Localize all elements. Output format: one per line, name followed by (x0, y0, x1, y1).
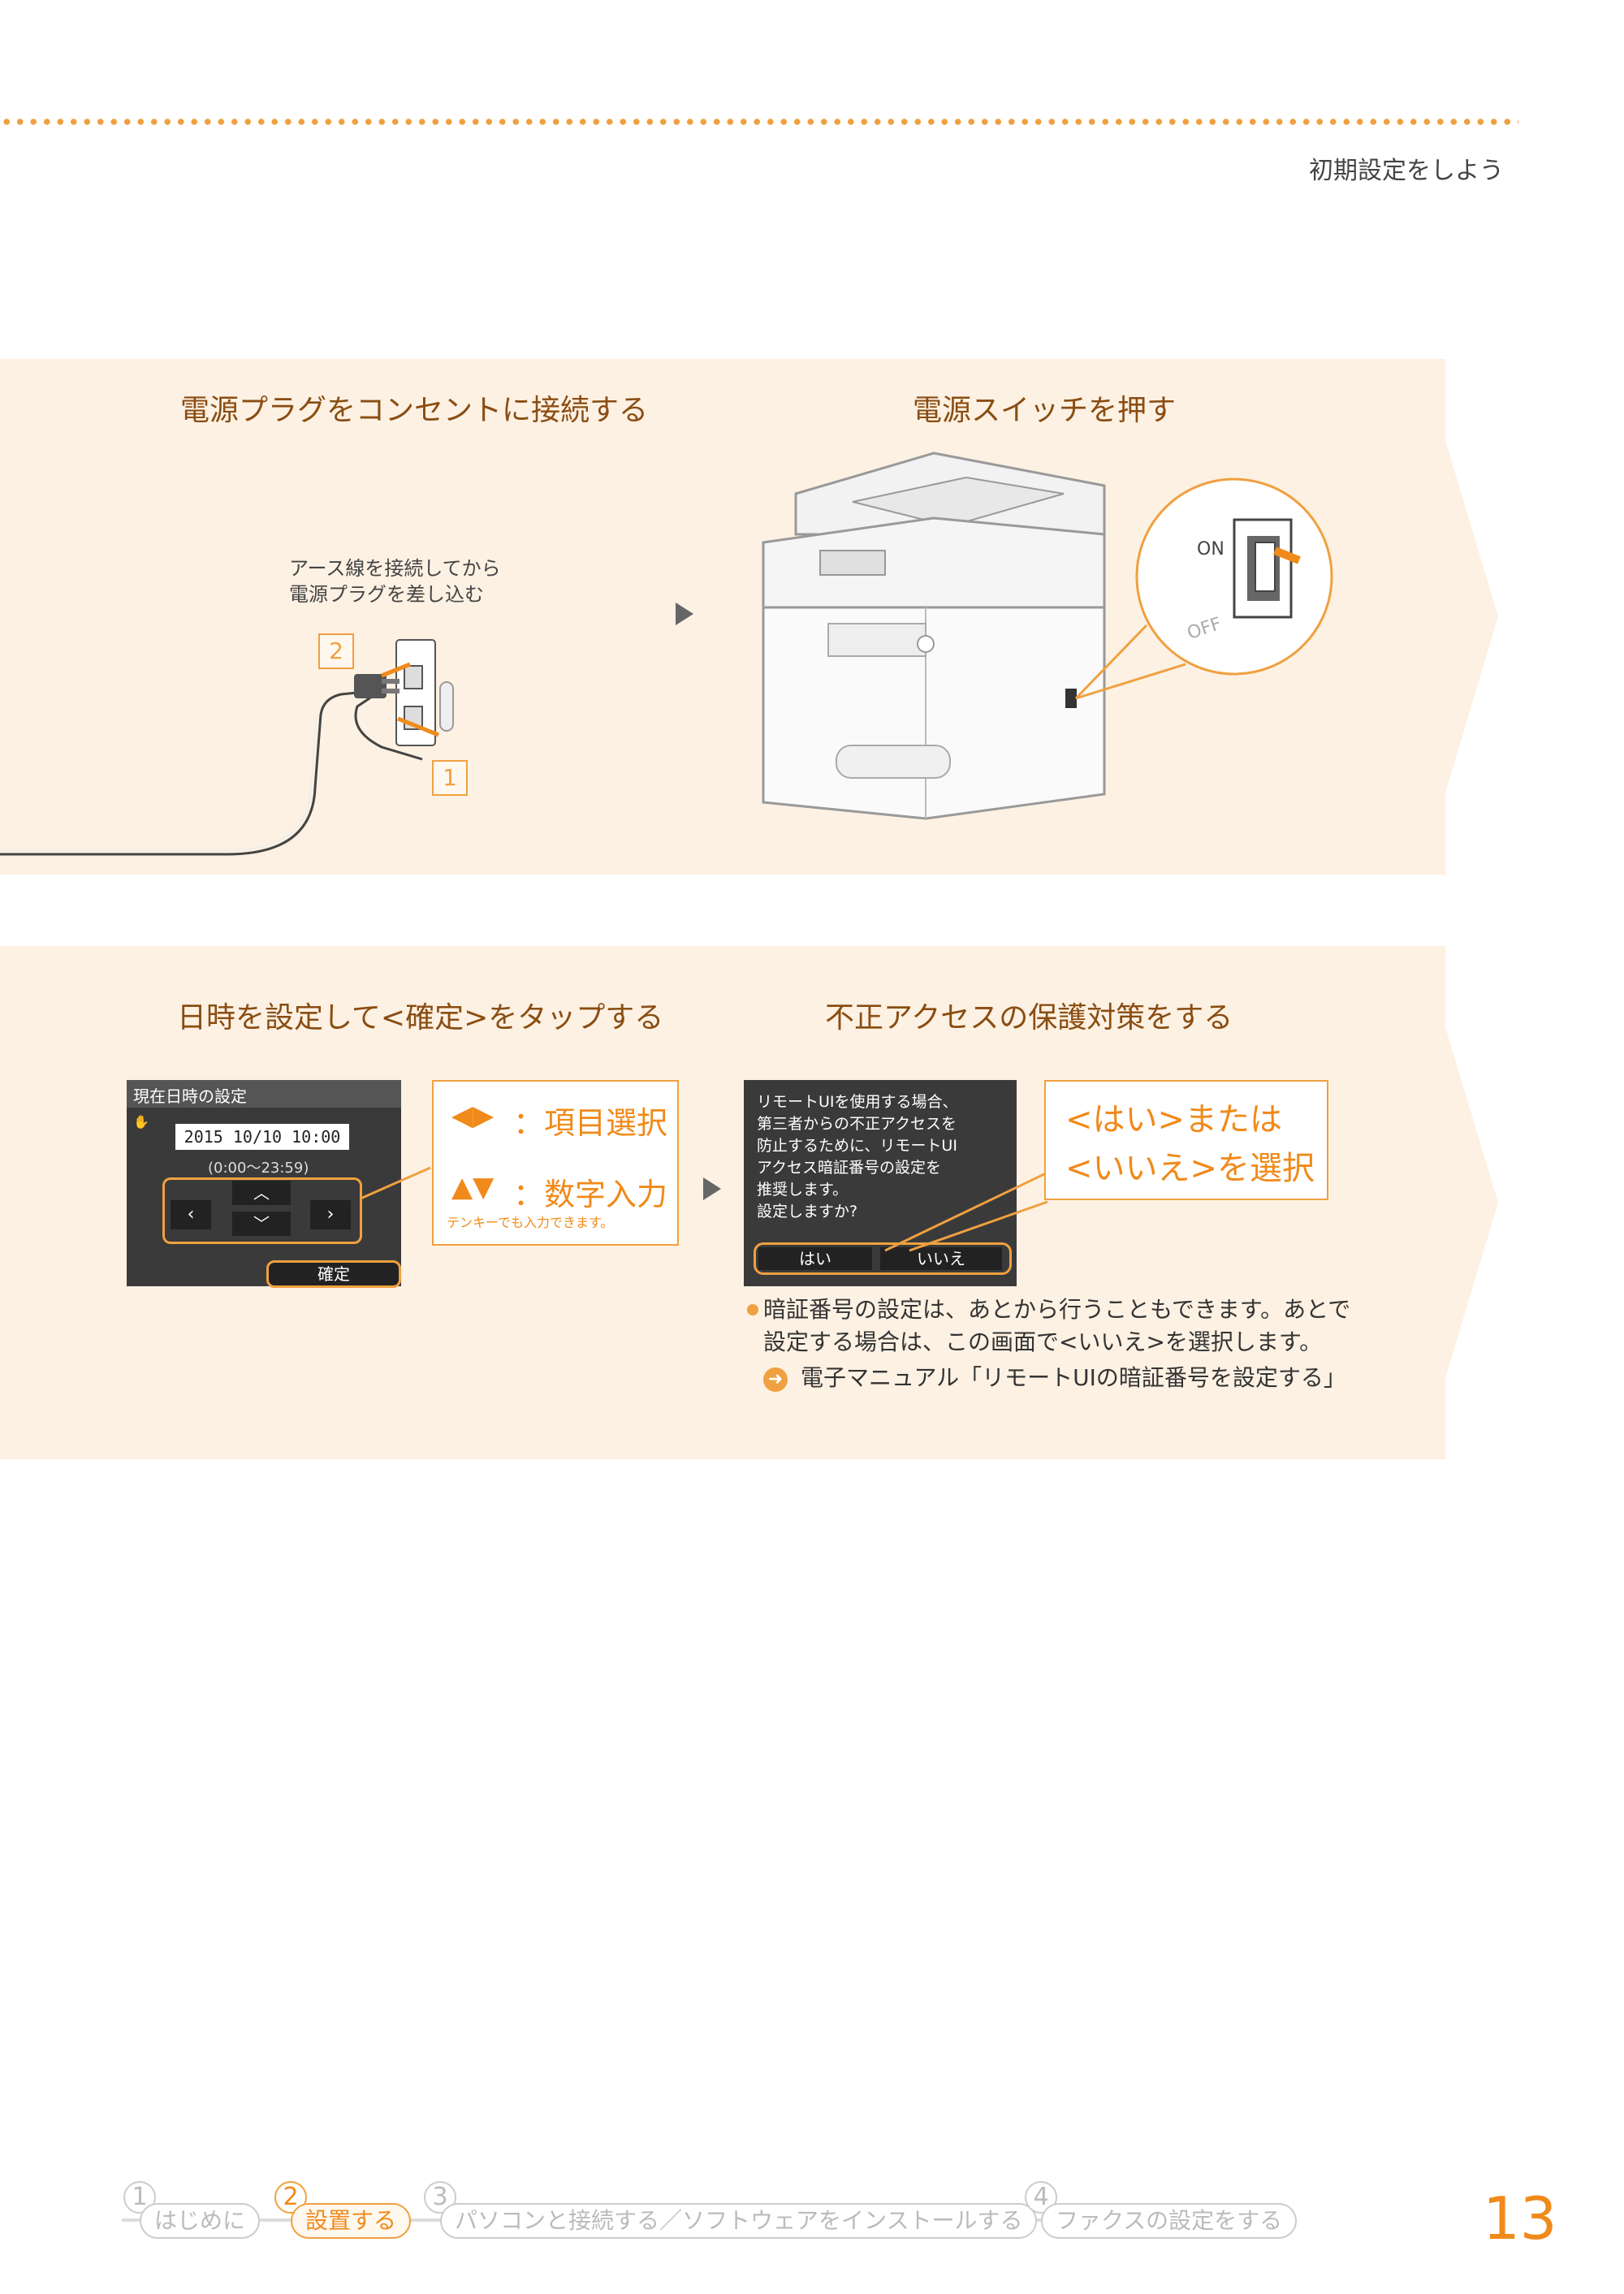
callout-number-input: ：数字入力 (513, 1177, 668, 1212)
step-title-security: 不正アクセスの保護対策をする (825, 1001, 1233, 1035)
page-header-title: 初期設定をしよう (1309, 157, 1504, 185)
bullet-line2: 設定する場合は、この画面で<いいえ>を選択します。 (763, 1328, 1323, 1355)
datetime-callout-box: ◀▶ ：項目選択 ▲▼ ：数字入力 テンキーでも入力できます。 (432, 1080, 679, 1246)
next-arrow-1 (676, 603, 693, 625)
footer-step-1[interactable]: はじめに (140, 2203, 261, 2239)
no-button[interactable]: いいえ (880, 1247, 1002, 1270)
page-number: 13 (1483, 2184, 1557, 2253)
next-arrow-2 (703, 1177, 721, 1200)
datetime-screen-header: 現在日時の設定 (133, 1087, 247, 1106)
datetime-screen: 現在日時の設定 ✋ 2015 10/10 10:00 (0:00～23:59) … (127, 1080, 401, 1288)
band2-chevrons (1332, 946, 1498, 1459)
footer-step-3[interactable]: パソコンと接続する／ソフトウェアをインストールする (440, 2203, 1038, 2239)
down-arrow-button[interactable]: ﹀ (232, 1212, 291, 1236)
printer-illustration (762, 451, 1106, 820)
ground-note-line2: 電源プラグを差し込む (289, 583, 484, 606)
ground-note-line1: アース線を接続してから (289, 557, 501, 580)
dotted-divider (0, 117, 1518, 127)
right-arrow-button[interactable]: › (310, 1200, 351, 1229)
footer-step-num-2: 2 (274, 2181, 307, 2214)
up-down-arrows-icon: ▲▼ (451, 1171, 495, 1203)
footer-step-num-1: 1 (123, 2181, 156, 2214)
bullet-line1: 暗証番号の設定は、あとから行うこともできます。あとで (763, 1296, 1351, 1323)
arrow-keys-highlight (162, 1177, 362, 1244)
switch-callout (1074, 477, 1333, 700)
step-title-switch: 電源スイッチを押す (913, 394, 1177, 427)
up-arrow-button[interactable]: ︿ (232, 1181, 291, 1205)
switch-on-label: ON (1197, 539, 1224, 559)
manual-link[interactable]: 電子マニュアル「リモートUIの暗証番号を設定する」 (801, 1364, 1346, 1391)
footer-step-4[interactable]: ファクスの設定をする (1041, 2203, 1298, 2239)
remote-callout-box: <はい>または <いいえ>を選択 (1044, 1080, 1328, 1200)
plug-illustration (0, 639, 454, 856)
datetime-range: (0:00～23:59) (208, 1160, 309, 1177)
bullet-dot (747, 1304, 758, 1315)
remote-ui-screen: リモートUIを使用する場合、 第三者からの不正アクセスを 防止するために、リモー… (744, 1080, 1017, 1286)
remote-ui-line1: リモートUIを使用する場合、 (757, 1093, 958, 1111)
yes-button[interactable]: はい (758, 1247, 872, 1270)
yes-no-highlight (754, 1242, 1012, 1275)
step-label-1: 1 (432, 760, 468, 796)
remote-ui-line4: アクセス暗証番号の設定を (757, 1159, 942, 1177)
confirm-button[interactable]: 確定 (266, 1260, 401, 1288)
step-label-2: 2 (318, 633, 354, 669)
left-arrow-button[interactable]: ‹ (171, 1200, 211, 1229)
remote-ui-line5: 推奨します。 (757, 1181, 849, 1199)
callout-item-select: ：項目選択 (513, 1105, 668, 1141)
left-right-arrows-icon: ◀▶ (451, 1099, 495, 1132)
datetime-field[interactable]: 2015 10/10 10:00 (175, 1124, 349, 1150)
link-arrow-icon: ➜ (763, 1367, 788, 1392)
band1-chevrons (1332, 359, 1498, 875)
remote-callout-line (884, 1171, 1048, 1252)
callout-yes-or: <はい>または (1065, 1101, 1283, 1138)
footer-step-2[interactable]: 設置する (291, 2203, 412, 2239)
step-title-datetime: 日時を設定して<確定>をタップする (177, 1001, 664, 1035)
remote-ui-line2: 第三者からの不正アクセスを (757, 1115, 957, 1133)
remote-ui-line3: 防止するために、リモートUI (757, 1137, 957, 1155)
touch-icon: ✋ (133, 1114, 149, 1130)
step-title-plug: 電源プラグをコンセントに接続する (180, 394, 649, 427)
callout-keypad-note: テンキーでも入力できます。 (447, 1215, 614, 1230)
callout-no-select: <いいえ>を選択 (1065, 1150, 1315, 1187)
remote-ui-message: リモートUIを使用する場合、 第三者からの不正アクセスを 防止するために、リモー… (757, 1091, 958, 1223)
remote-ui-line6: 設定しますか? (757, 1203, 858, 1220)
datetime-callout-line (361, 1166, 431, 1200)
